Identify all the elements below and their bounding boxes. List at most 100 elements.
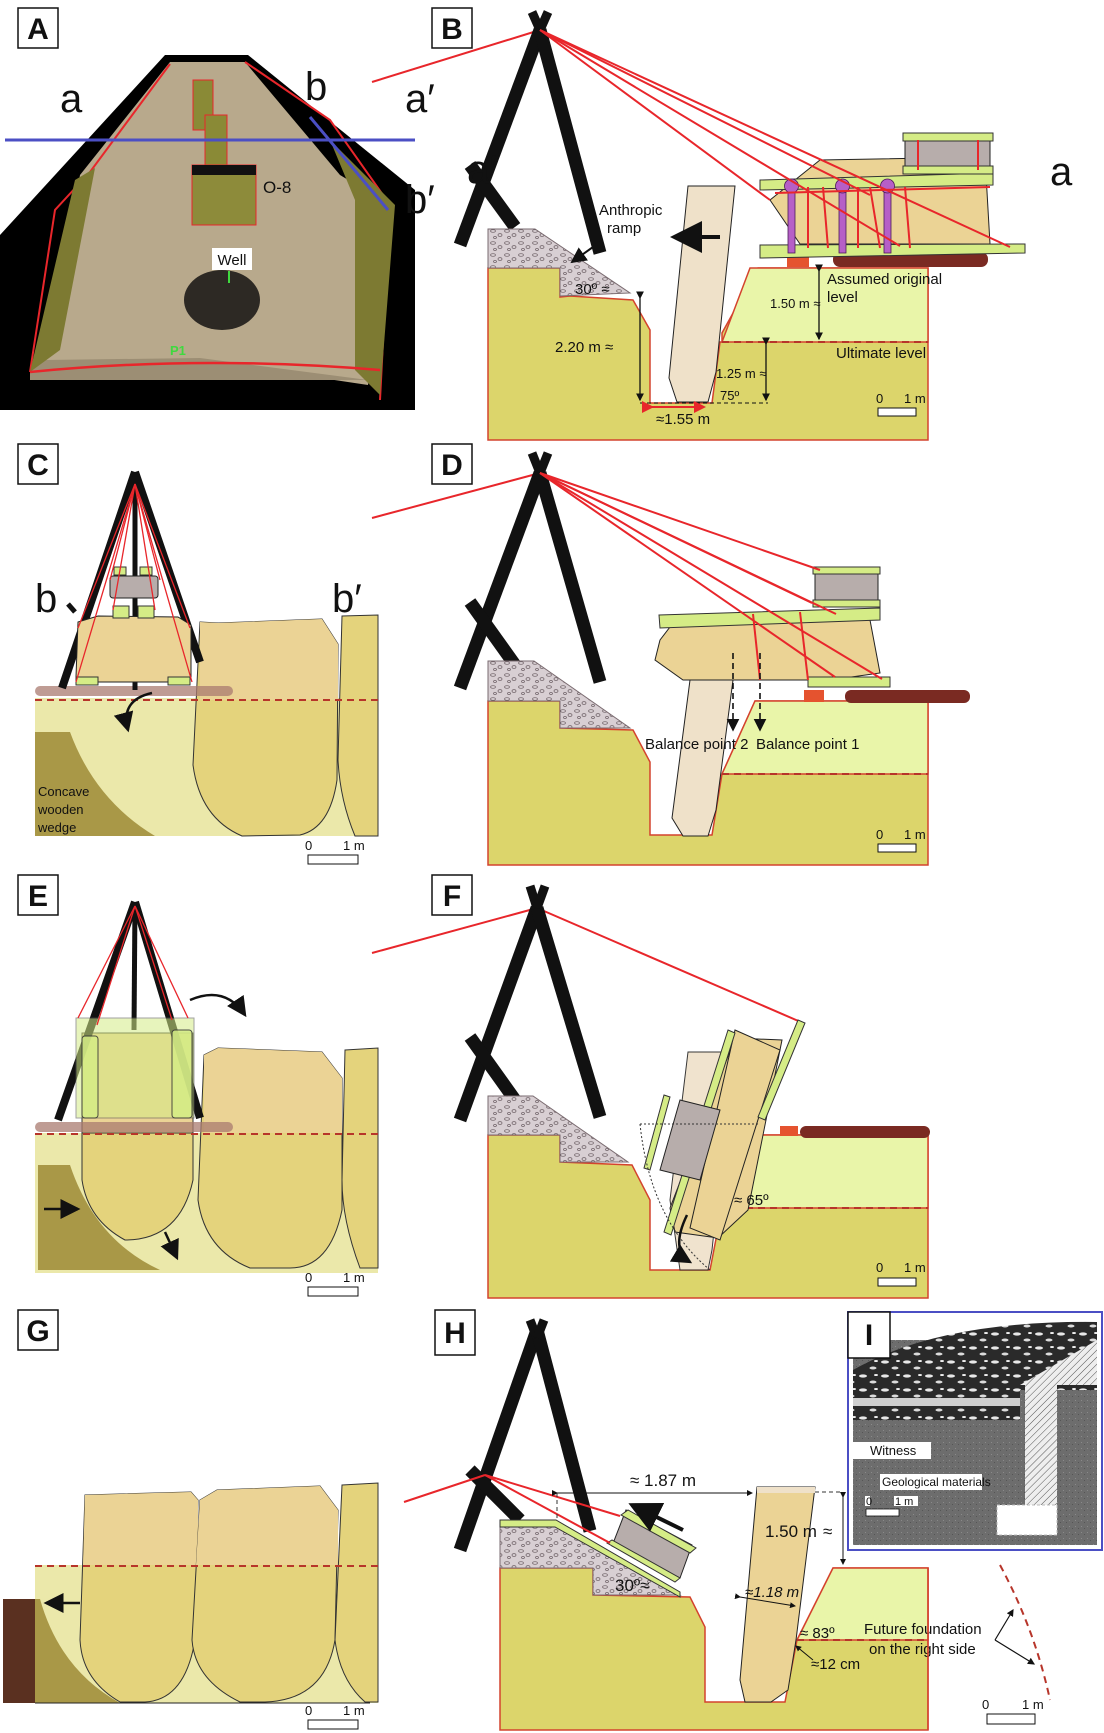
hatched-orthostat [1025, 1385, 1057, 1505]
ultimate-level-label: Ultimate level [836, 345, 926, 362]
balance-point-1-label: Balance point 1 [756, 736, 859, 753]
svg-text:0: 0 [876, 391, 883, 406]
section-label-right: a [1050, 150, 1073, 194]
ropes-d [539, 472, 883, 681]
svg-text:0: 0 [305, 1703, 312, 1718]
rubble-layer [853, 1321, 1097, 1420]
height-label-h: 1.50 m [765, 1522, 817, 1541]
capstone-d [654, 619, 881, 681]
wedge-label-2: wooden [37, 802, 84, 817]
panel-a-label-box [17, 7, 59, 49]
ramp-angle-label: 30º ≈ [575, 281, 610, 298]
svg-text:0: 0 [982, 1697, 989, 1712]
panel-g-label: G [26, 1315, 49, 1348]
section-a-prime-label: a′ [405, 77, 435, 121]
future-foundation-label-2: on the right side [869, 1641, 976, 1658]
p1-label: P1 [170, 343, 186, 358]
scale-bar: 0 1 m [876, 391, 926, 417]
concave-wedge [35, 732, 155, 836]
svg-text:1 m: 1 m [895, 1496, 913, 1508]
panel-a-label: A [27, 13, 49, 46]
assumed-level-label-2: level [827, 289, 858, 306]
panel-g: G 0 1 m [3, 1309, 379, 1730]
rotation-arrow [113, 691, 153, 733]
svg-text:0: 0 [305, 1270, 312, 1285]
scale-bar: 0 1 m [876, 827, 926, 853]
panel-h: H ≈ 1.87 m 1.50 m ≈ ≈1.18 m 30º≈ ≈ 83º [403, 1309, 1051, 1731]
panel-c-label: C [27, 449, 49, 482]
wooden-post [3, 1599, 35, 1703]
ultimate-height-label: 1.25 m ≈ [716, 366, 767, 381]
svg-text:0: 0 [866, 1496, 872, 1508]
panel-c: C b b′ Concave wooden wedge 0 [17, 443, 379, 865]
section-b-prime-label: b′ [405, 178, 435, 222]
scale-bar-i: 0 1 m [865, 1496, 918, 1517]
panel-b-label: B [441, 13, 463, 46]
ramp-label: Anthropic [599, 202, 663, 219]
levers [784, 178, 895, 254]
wedge-label-1: Concave [38, 784, 89, 799]
svg-text:1 m: 1 m [904, 1260, 926, 1275]
section-label-b-prime: b′ [332, 577, 362, 621]
scale-bar: 0 1 m [876, 1260, 926, 1287]
sledge-top [759, 172, 994, 191]
wedge-label-3: wedge [37, 820, 76, 835]
panel-b: B [371, 7, 1073, 441]
width-label-h: ≈1.18 m [745, 1584, 799, 1601]
svg-text:1 m: 1 m [1022, 1697, 1044, 1712]
gap-label: ≈12 cm [811, 1656, 860, 1673]
balance-point-2-label: Balance point 2 [645, 736, 748, 753]
section-b-label: b [305, 65, 327, 109]
ramp-label-2: ramp [607, 220, 641, 237]
future-foundation-label: Future foundation [864, 1621, 982, 1638]
section-line-b [308, 116, 390, 211]
scale-bar: 0 1 m [305, 1270, 365, 1297]
tilting-stone [81, 1132, 194, 1241]
well-hole [184, 270, 260, 330]
svg-text:1 m: 1 m [343, 838, 365, 853]
anthropic-ramp [487, 228, 632, 297]
ropes-c [75, 483, 193, 683]
wall-right [330, 140, 395, 395]
scale-bar: 0 1 m [982, 1697, 1044, 1725]
panel-d: D Balance point 2 Balance po [371, 443, 970, 866]
panel-e: E 0 1 m [17, 874, 379, 1297]
rotation-arrow-e [189, 993, 247, 1018]
original-height-label: 1.50 m ≈ [770, 296, 821, 311]
drag-arrow [628, 1502, 684, 1532]
svg-text:1 m: 1 m [343, 1270, 365, 1285]
svg-text:0: 0 [305, 838, 312, 853]
scale-bar: 0 1 m [305, 1703, 365, 1730]
assumed-level-label: Assumed original [827, 271, 942, 288]
tripod-leg-left [453, 27, 547, 248]
o8-label: O-8 [263, 178, 291, 197]
well-label: Well [218, 252, 247, 269]
sledge-bottom [759, 243, 1026, 259]
trench-width-label: ≈1.55 m [656, 411, 710, 428]
panel-h-label: H [444, 1317, 466, 1350]
panel-d-label: D [441, 449, 463, 482]
svg-text:1 m: 1 m [343, 1703, 365, 1718]
tripod-leg-right [533, 28, 607, 255]
scale-bar: 0 1 m [305, 838, 365, 865]
panel-e-label: E [28, 880, 48, 913]
section-a-label: a [60, 77, 83, 121]
wall-angle-label: 75º [720, 388, 739, 403]
svg-text:≈: ≈ [823, 1522, 832, 1541]
wall-angle-h: ≈ 83º [800, 1625, 835, 1642]
ramp-angle-h: 30º≈ [615, 1576, 649, 1595]
wall-left [30, 168, 95, 372]
panel-i-label: I [865, 1319, 873, 1352]
tripod-brace [464, 161, 521, 231]
down-arrow [160, 1231, 179, 1261]
svg-text:1 m: 1 m [904, 391, 926, 406]
panel-f: F ≈ 65º 0 1 m [371, 874, 930, 1299]
panel-i: Witness Geological materials 0 1 m I [847, 1311, 1103, 1551]
section-label-left: a′ [467, 148, 497, 192]
geological-materials-label: Geological materials [882, 1475, 991, 1489]
angle-label-f: ≈ 65º [734, 1192, 769, 1209]
svg-text:1 m: 1 m [904, 827, 926, 842]
log-platform [35, 686, 233, 696]
rotation-arrow-f [669, 1214, 693, 1264]
